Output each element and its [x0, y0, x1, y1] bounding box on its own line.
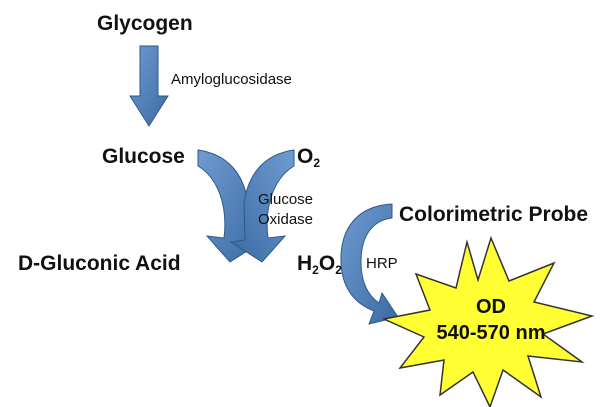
glucose-oxidase-line1: Glucose [258, 191, 314, 208]
glucose-label: Glucose [102, 145, 185, 168]
glycogen-label: Glycogen [97, 12, 193, 35]
od-starburst [381, 235, 595, 407]
hrp-label: HRP [366, 255, 398, 272]
od-line2: 540-570 nm [436, 322, 546, 344]
colorimetric-probe-label: Colorimetric Probe [399, 203, 589, 226]
gluconic-acid-label: D-Gluconic Acid [18, 252, 181, 275]
glucose-oxidase-line2: Oxidase [258, 211, 314, 228]
amyloglucosidase-arrow [129, 45, 169, 127]
od-line1: OD [476, 296, 506, 318]
od-readout: OD 540-570 nm [431, 294, 551, 346]
h2o2-label: H2O2 [297, 252, 342, 277]
probe-to-od-arrow [340, 203, 399, 325]
o2-to-h2o2-arrow [229, 149, 295, 263]
o2-label: O2 [297, 145, 321, 170]
glucose-oxidase-label: Glucose Oxidase [258, 190, 313, 230]
amyloglucosidase-label: Amyloglucosidase [171, 71, 292, 88]
